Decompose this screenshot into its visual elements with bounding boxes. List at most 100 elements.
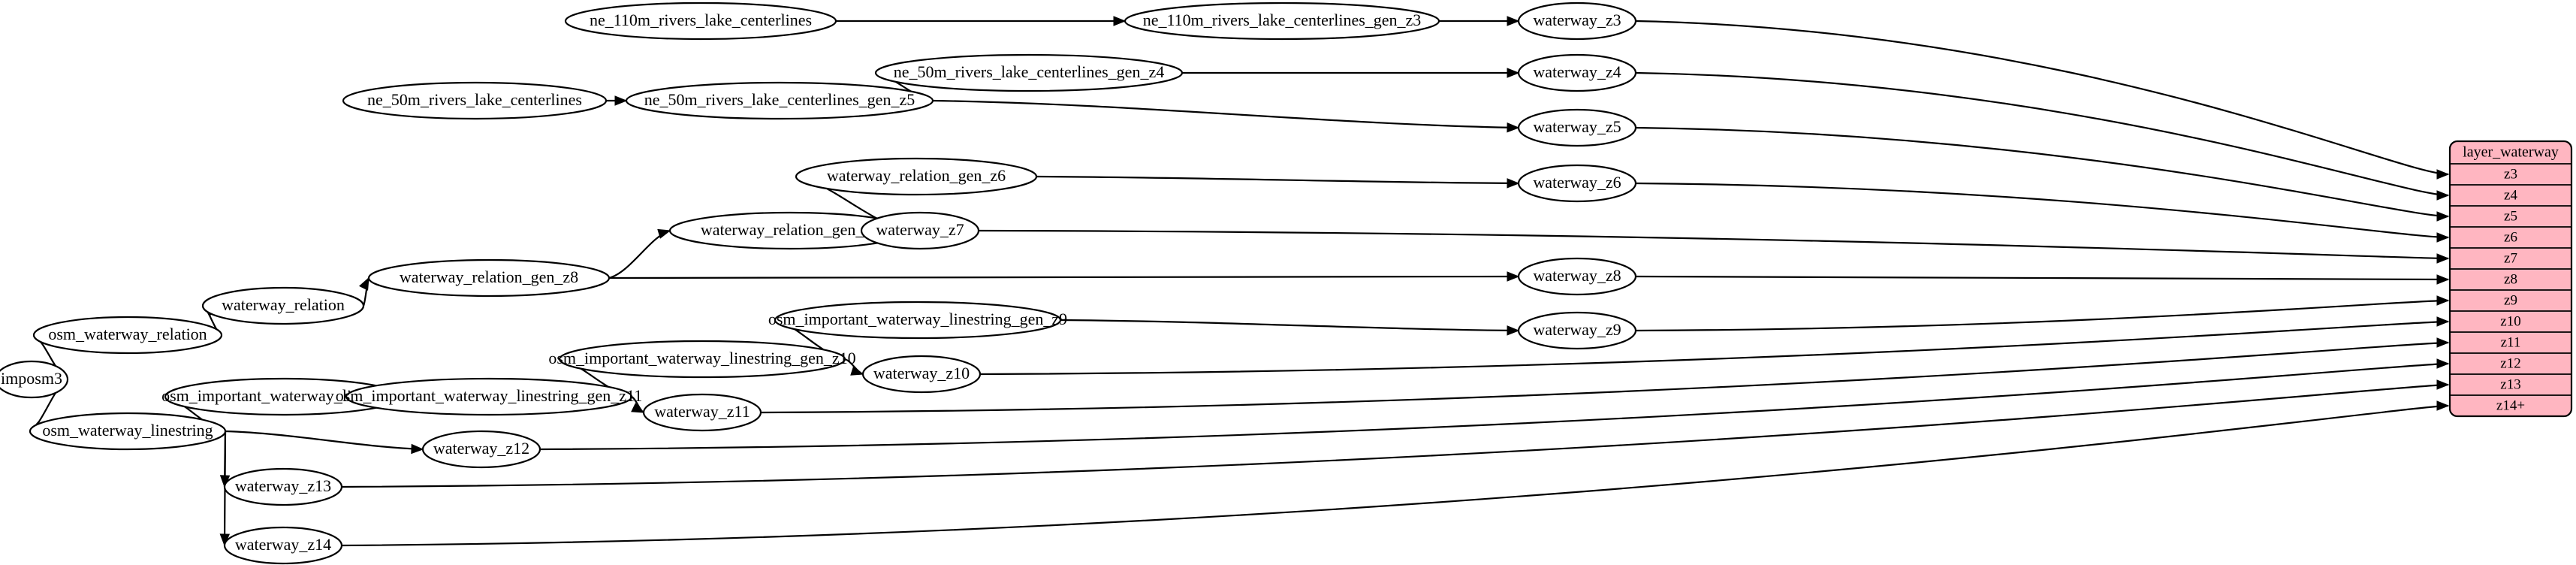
node-label: waterway_relation_gen_z8: [400, 267, 578, 286]
graph-edge: [1635, 20, 2450, 180]
table-row-cell[interactable]: [2450, 248, 2571, 269]
node-label: ne_110m_rivers_lake_centerlines_gen_z3: [1143, 11, 1422, 29]
graph-edge: [1635, 295, 2450, 332]
node-ellipse: [1517, 2, 1637, 41]
graph-node-waterway-relation-gen-z6[interactable]: waterway_relation_gen_z6: [795, 157, 1038, 196]
graph-node-waterway-z13[interactable]: waterway_z13: [223, 467, 343, 506]
table-row-cell[interactable]: [2450, 227, 2571, 248]
graph-node-ne-110m-rivers-lake-centerlines[interactable]: ne_110m_rivers_lake_centerlines: [564, 2, 837, 41]
node-ellipse: [564, 2, 837, 41]
graph-node-waterway-relation-gen-z7[interactable]: waterway_relation_gen_z7: [668, 211, 912, 250]
graph-node-ne-50m-rivers-lake-centerlines-gen-z5[interactable]: ne_50m_rivers_lake_centerlines_gen_z5: [625, 81, 934, 120]
graph-node-waterway-z12[interactable]: waterway_z12: [421, 430, 541, 469]
graph-edge: [606, 95, 628, 106]
graph-edge: [539, 358, 2450, 451]
graph-edge: [836, 16, 1127, 26]
table-row-cell[interactable]: [2450, 164, 2571, 185]
node-label: waterway_z5: [1533, 117, 1621, 136]
node-label: waterway_z12: [433, 439, 529, 458]
graph-edge: [979, 316, 2450, 376]
node-ellipse: [861, 355, 982, 394]
node-label: waterway_z6: [1533, 173, 1621, 192]
node-ellipse: [1517, 164, 1637, 203]
graph-node-osm-important-waterway-linestring-gen-z9[interactable]: osm_important_waterway_linestring_gen_z9: [768, 301, 1067, 340]
graph-node-waterway-z10[interactable]: waterway_z10: [861, 355, 982, 394]
graph-node-waterway-z14[interactable]: waterway_z14: [223, 526, 343, 565]
layer-waterway-table: layer_waterwayz3z4z5z6z7z8z9z10z11z12z13…: [2448, 140, 2573, 418]
graph-node-osm-important-waterway-linestring-gen-z11[interactable]: osm_important_waterway_linestring_gen_z1…: [336, 377, 643, 416]
graph-node-waterway-z5[interactable]: waterway_z5: [1517, 108, 1637, 147]
edge-arrowhead: [2436, 190, 2450, 201]
table-row-cell[interactable]: [2450, 332, 2571, 353]
edge-line: [1635, 275, 2449, 281]
edge-line: [539, 362, 2449, 451]
table-row-label: z4: [2504, 187, 2517, 203]
graph-node-ne-50m-rivers-lake-centerlines-gen-z4[interactable]: ne_50m_rivers_lake_centerlines_gen_z4: [874, 53, 1184, 92]
edge-line: [341, 383, 2449, 488]
node-ellipse: [342, 81, 608, 120]
graph-edge: [760, 337, 2450, 414]
table-row-cell[interactable]: [2450, 290, 2571, 311]
edge-line: [341, 404, 2449, 547]
table-row-label: z5: [2504, 208, 2517, 224]
table-row-cell[interactable]: [2450, 374, 2571, 395]
graph-node-waterway-z7[interactable]: waterway_z7: [860, 211, 980, 250]
node-ellipse: [345, 377, 633, 416]
graph-node-osm-waterway-linestring[interactable]: osm_waterway_linestring: [29, 412, 227, 451]
graph-edge: [1036, 175, 1520, 189]
graph-edge: [1635, 274, 2450, 285]
nodes-layer: imposm3 osm_waterway_relation osm_waterway…: [0, 2, 1637, 565]
table-row-label: z6: [2504, 229, 2517, 245]
edge-arrowhead: [1507, 325, 1520, 336]
graph-node-waterway-z11[interactable]: waterway_z11: [642, 393, 762, 432]
graph-edge: [341, 379, 2450, 488]
graph-node-waterway-z3[interactable]: waterway_z3: [1517, 2, 1637, 41]
graph-node-osm-important-waterway-linestring-gen-z10[interactable]: osm_important_waterway_linestring_gen_z1…: [548, 340, 856, 379]
edge-arrowhead: [2436, 337, 2450, 348]
graph-node-waterway-relation-gen-z8[interactable]: waterway_relation_gen_z8: [367, 258, 611, 298]
graph-edge: [608, 228, 671, 279]
node-label: imposm3: [1, 369, 62, 388]
node-label: osm_waterway_relation: [48, 325, 207, 343]
graph-edge: [1635, 126, 2450, 222]
edge-line: [225, 430, 424, 451]
graph-node-waterway-relation[interactable]: waterway_relation: [201, 286, 365, 325]
edge-arrowhead: [2436, 274, 2450, 285]
node-label: waterway_z9: [1533, 320, 1621, 339]
graph-node-waterway-z4[interactable]: waterway_z4: [1517, 53, 1637, 92]
node-ellipse: [201, 286, 365, 325]
table-row-cell[interactable]: [2450, 311, 2571, 332]
node-ellipse: [558, 340, 846, 379]
edge-line: [1635, 299, 2449, 332]
node-ellipse: [1517, 257, 1637, 296]
graph-node-imposm3[interactable]: imposm3: [0, 360, 69, 399]
node-label: waterway_z3: [1533, 11, 1621, 29]
node-label: osm_important_waterway_linestring_gen_z9: [768, 310, 1067, 328]
graph-node-waterway-z6[interactable]: waterway_z6: [1517, 164, 1637, 203]
graph-node-waterway-z8[interactable]: waterway_z8: [1517, 257, 1637, 296]
node-ellipse: [0, 360, 69, 399]
table-title: layer_waterway: [2463, 144, 2559, 161]
graph-node-ne-50m-rivers-lake-centerlines[interactable]: ne_50m_rivers_lake_centerlines: [342, 81, 608, 120]
graph-node-ne-110m-rivers-lake-centerlines-gen-z3[interactable]: ne_110m_rivers_lake_centerlines_gen_z3: [1124, 2, 1440, 41]
graph-node-waterway-z9[interactable]: waterway_z9: [1517, 311, 1637, 350]
node-label: waterway_relation_gen_z7: [701, 220, 879, 239]
table-row-cell[interactable]: [2450, 185, 2571, 206]
table-row-cell[interactable]: [2450, 395, 2571, 416]
edge-arrowhead: [1507, 16, 1520, 26]
table-row-cell[interactable]: [2450, 353, 2571, 374]
table-row-cell[interactable]: [2450, 269, 2571, 290]
graph-node-osm-waterway-relation[interactable]: osm_waterway_relation: [32, 316, 223, 355]
node-ellipse: [625, 81, 934, 120]
node-label: waterway_z7: [876, 220, 964, 239]
node-ellipse: [795, 157, 1038, 196]
table-row-cell[interactable]: [2450, 206, 2571, 227]
edge-line: [1036, 175, 1519, 185]
edge-arrowhead: [1507, 178, 1520, 189]
table-row-label: z12: [2500, 355, 2520, 371]
node-label: waterway_z4: [1533, 62, 1621, 81]
edge-arrowhead: [631, 403, 645, 413]
edge-line: [1635, 182, 2449, 239]
graph-edge: [608, 271, 1520, 282]
graph-edge: [631, 395, 645, 413]
